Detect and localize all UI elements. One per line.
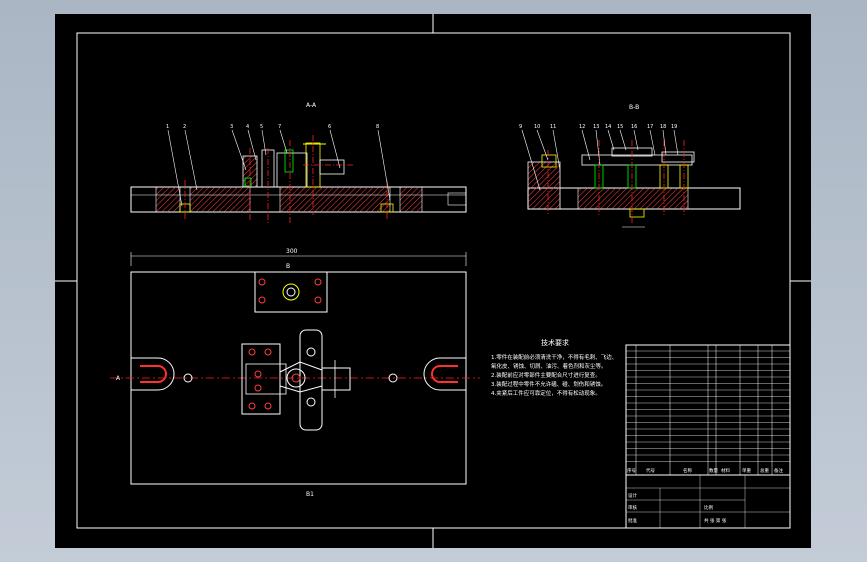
width-dimension: 300 xyxy=(286,248,298,255)
svg-text:1: 1 xyxy=(166,124,169,130)
tech-req-line: 氧化皮、锈蚀、切屑、油污、着色剂和灰尘等。 xyxy=(491,362,607,370)
section-view-b-b: B-B xyxy=(519,104,741,228)
tech-req-line: 1.零件在装配前必须清洗干净，不得有毛刺、飞边、 xyxy=(491,353,617,361)
plan-view: 300 xyxy=(110,248,480,498)
bom-header-code: 代号 xyxy=(646,467,655,474)
view-b-marker: B xyxy=(286,263,290,270)
svg-text:9: 9 xyxy=(519,124,522,130)
svg-text:15: 15 xyxy=(617,124,623,130)
svg-text:18: 18 xyxy=(660,124,666,130)
sheet-background xyxy=(55,14,811,548)
svg-text:8: 8 xyxy=(376,124,379,130)
scale-label: 比例 xyxy=(704,504,713,511)
bom-header-material: 材料 xyxy=(721,467,730,474)
title-block: 设计 审核 批准 比例 共 张 第 张 xyxy=(625,474,791,529)
svg-text:4: 4 xyxy=(246,124,249,130)
svg-text:17: 17 xyxy=(647,124,653,130)
bom-header-unit-weight: 单重 xyxy=(742,467,751,474)
svg-text:12: 12 xyxy=(579,124,585,130)
bom-header-no: 序号 xyxy=(627,467,636,474)
technical-requirements: 技术要求 1.零件在装配前必须清洗干净，不得有毛刺、飞边、 氧化皮、锈蚀、切屑、… xyxy=(491,338,617,397)
section-view-a-a: A-A xyxy=(130,102,467,225)
designer-label: 设计 xyxy=(628,492,637,499)
bom-header-qty: 数量 xyxy=(709,467,718,474)
svg-text:11: 11 xyxy=(550,124,556,130)
centering-marks xyxy=(55,14,811,548)
svg-text:16: 16 xyxy=(631,124,637,130)
svg-text:7: 7 xyxy=(278,124,281,130)
svg-text:3: 3 xyxy=(230,124,233,130)
svg-text:6: 6 xyxy=(328,124,331,130)
tech-req-line: 3.装配过程中零件不允许磕、碰、划伤和锈蚀。 xyxy=(491,380,606,388)
tech-req-line: 4.夹紧后工件应可靠定位，不得有松动现象。 xyxy=(491,389,601,397)
sheet-label: 共 张 第 张 xyxy=(704,517,727,524)
svg-text:5: 5 xyxy=(260,124,263,130)
svg-text:19: 19 xyxy=(671,124,677,130)
section-bb-label: B-B xyxy=(629,104,639,111)
svg-text:13: 13 xyxy=(593,124,599,130)
bottom-marker: B1 xyxy=(306,491,314,498)
tech-req-line: 2.装配前应对零部件主要配合尺寸进行复查。 xyxy=(491,371,601,379)
checker-label: 审核 xyxy=(628,504,637,511)
svg-text:2: 2 xyxy=(183,124,186,130)
bom-header-total-weight: 总重 xyxy=(760,467,769,474)
approve-label: 批准 xyxy=(628,517,637,524)
view-a-marker: A xyxy=(116,375,121,382)
bom-header-name: 名称 xyxy=(683,467,692,474)
svg-text:14: 14 xyxy=(605,124,611,130)
bom-header-remark: 备注 xyxy=(774,467,783,474)
section-aa-label: A-A xyxy=(306,102,317,109)
tech-req-title: 技术要求 xyxy=(541,338,569,347)
svg-text:10: 10 xyxy=(534,124,540,130)
